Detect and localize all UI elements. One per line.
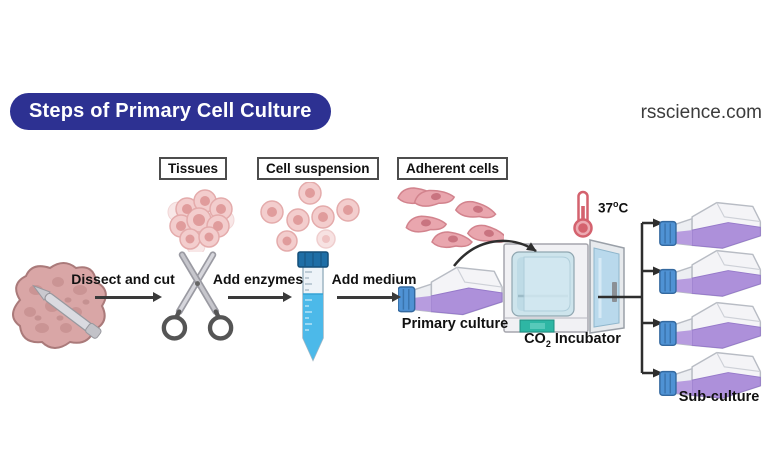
step-dissect-and-cut: Dissect and cut [71,271,175,287]
label-cell-suspension: Cell suspension [257,157,379,180]
incubator-caption: CO2 Incubator [500,331,645,349]
incubator-caption-rest: Incubator [550,331,621,347]
sub-culture-flask-icon [658,244,766,299]
page-title: Steps of Primary Cell Culture [10,93,331,130]
temperature-unit: C [618,200,629,216]
incubator-caption-co: CO [524,331,546,347]
sub-culture-caption: Sub-culture [678,389,760,405]
cell-suspension-icon [260,182,372,252]
scissors-icon [160,250,235,348]
sub-culture-flask-icon [658,296,766,351]
flow-arrow-1 [95,292,162,301]
flow-arrow-3 [337,292,401,301]
temperature-degree: o [613,199,619,209]
flow-arrow-2 [228,292,292,301]
label-adherent-cells: Adherent cells [397,157,509,180]
incubator-caption-sub2: 2 [545,338,551,349]
thermometer-icon [571,190,595,238]
curved-arrow-icon [453,239,537,267]
temperature-caption: 37oC [598,199,628,216]
temperature-value: 37 [598,200,614,216]
tissue-cluster-icon [166,182,236,252]
label-tissues: Tissues [159,157,228,180]
branch-connector-lines [598,218,663,378]
primary-culture-caption: Primary culture [401,316,509,332]
sub-culture-flask-icon [658,196,766,251]
step-add-medium: Add medium [331,271,417,287]
centrifuge-tube-icon [294,250,332,368]
website-credit: rsscience.com [640,102,762,123]
step-add-enzymes: Add enzymes [212,271,304,287]
